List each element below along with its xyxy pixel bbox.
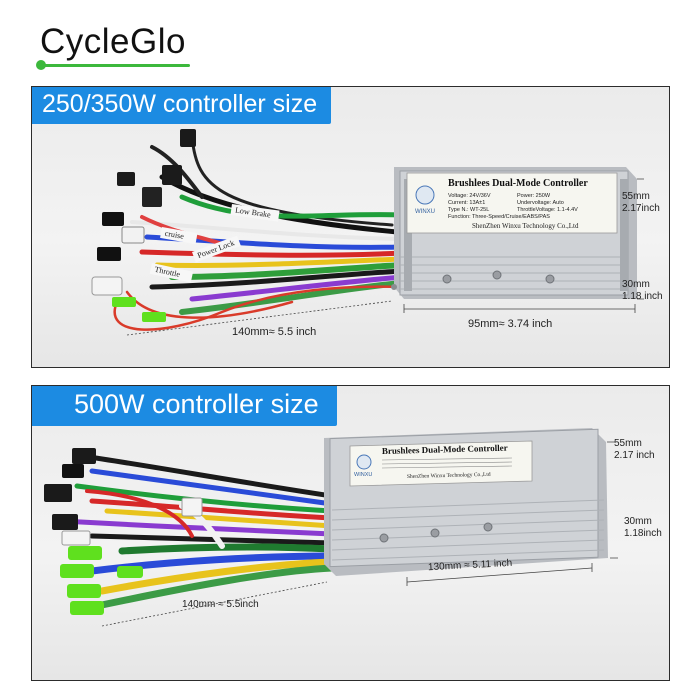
svg-text:ThrottleVoltage: 1.1-4.4V: ThrottleVoltage: 1.1-4.4V (517, 207, 578, 213)
panel-500w: WINXU Brushlees Dual-Mode Controller She… (31, 385, 670, 681)
svg-text:ShenZhen Winxu Technology Co.,: ShenZhen Winxu Technology Co.,Ltd (407, 472, 491, 480)
panel-250-350w: Low Brake cruise Throttle Power Lock WIN… (31, 86, 670, 368)
svg-text:WINXU: WINXU (354, 472, 372, 478)
svg-text:cruise: cruise (164, 229, 185, 241)
wire-harness (59, 453, 336, 610)
dim-wire-length: 140mm ≈ 5.5inch (182, 599, 259, 610)
controller-box-small: WINXU Brushlees Dual-Mode Controller Vol… (391, 167, 637, 299)
dimension-lines (126, 178, 644, 336)
brand-underline (40, 64, 190, 67)
wire-harness (113, 135, 405, 331)
svg-text:Function: Three-Speed/Cruise/E: Function: Three-Speed/Cruise/EABS/PAS (448, 214, 550, 220)
controller-photo-small: Low Brake cruise Throttle Power Lock WIN… (91, 129, 644, 336)
controller-box-large: WINXU Brushlees Dual-Mode Controller She… (324, 428, 608, 576)
dim-length: 95mm≈ 3.74 inch (468, 318, 553, 330)
panel-title: 250/350W controller size (32, 87, 332, 124)
connectors (44, 448, 203, 615)
svg-text:Brushlees Dual-Mode Controller: Brushlees Dual-Mode Controller (382, 443, 508, 456)
svg-text:Power: 250W: Power: 250W (517, 193, 551, 199)
svg-text:Type N.: WT-25L: Type N.: WT-25L (448, 207, 489, 213)
svg-text:ShenZhen Winxu Technology Co.,: ShenZhen Winxu Technology Co.,Ltd (472, 222, 579, 230)
connectors (91, 129, 196, 322)
panel-title: 500W controller size (32, 386, 337, 426)
svg-text:Undervoltage: Auto: Undervoltage: Auto (517, 200, 564, 206)
svg-text:Current: 13A±1: Current: 13A±1 (448, 200, 485, 206)
svg-text:WINXU: WINXU (415, 209, 435, 215)
dim-wire-length: 140mm≈ 5.5 inch (232, 326, 317, 338)
dimension-lines (101, 441, 618, 627)
controller-photo-large: WINXU Brushlees Dual-Mode Controller She… (44, 428, 618, 627)
brand-name: CycleGlo (40, 22, 186, 61)
svg-text:Voltage: 24V/36V: Voltage: 24V/36V (448, 193, 491, 199)
svg-text:Brushlees Dual-Mode Controller: Brushlees Dual-Mode Controller (448, 178, 588, 189)
